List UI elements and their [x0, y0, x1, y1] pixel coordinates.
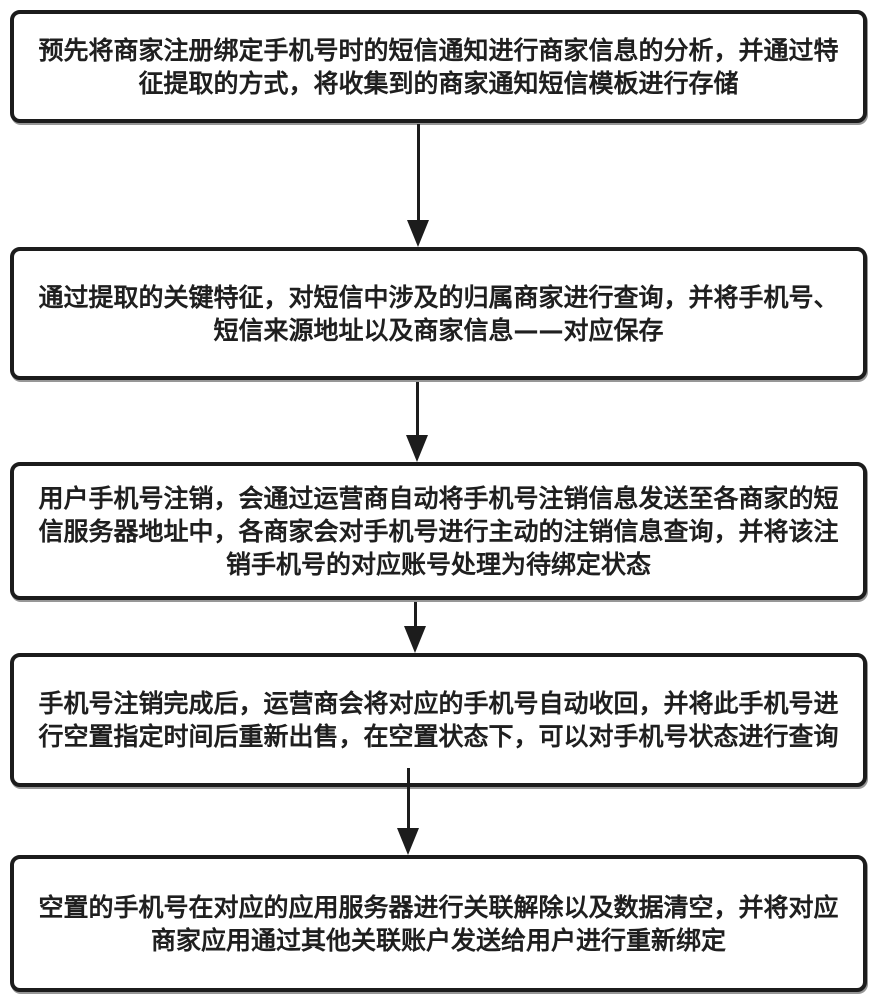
flowchart-step-4: 手机号注销完成后，运营商会将对应的手机号自动收回，并将此手机号进 行空置指定时间… — [10, 653, 867, 787]
flowchart-step-3: 用户手机号注销，会通过运营商自动将手机号注销信息发送至各商家的短 信服务器地址中… — [10, 462, 867, 600]
step-2-text-line-1: 通过提取的关键特征，对短信中涉及的归属商家进行查询，并将手机号、 — [38, 282, 839, 312]
step-1-text-line-2: 征提取的方式，将收集到的商家通知短信模板进行存储 — [138, 68, 739, 98]
arrow-shaft — [406, 768, 410, 828]
step-4-text-line-2: 行空置指定时间后重新出售，在空置状态下，可以对手机号状态进行查询 — [38, 722, 839, 751]
step-3-text-line-2: 信服务器地址中，各商家会对手机号进行主动的注销信息查询，并将该注 — [38, 516, 839, 546]
flowchart-step-5: 空置的手机号在对应的应用服务器进行关联解除以及数据清空，并将对应 商家应用通过其… — [10, 855, 867, 992]
arrow-down-icon — [407, 220, 429, 247]
arrow-shaft — [416, 124, 420, 220]
arrow-down-icon — [397, 828, 419, 855]
step-3-text-line-3: 销手机号的对应账号处理为待绑定状态 — [225, 549, 651, 579]
connector-step3-to-step4 — [404, 602, 426, 653]
step-5-text-line-1: 空置的手机号在对应的应用服务器进行关联解除以及数据清空，并将对应 — [38, 892, 839, 922]
arrow-down-icon — [406, 435, 428, 462]
arrow-shaft — [413, 602, 417, 626]
step-5-text-line-2: 商家应用通过其他关联账户发送给用户进行重新绑定 — [150, 925, 726, 955]
step-2-text-line-2: 短信来源地址以及商家信息——对应保存 — [213, 315, 664, 345]
flowchart-step-2: 通过提取的关键特征，对短信中涉及的归属商家进行查询，并将手机号、 短信来源地址以… — [10, 247, 867, 380]
step-3-text-line-1: 用户手机号注销，会通过运营商自动将手机号注销信息发送至各商家的短 — [38, 483, 839, 513]
flowchart-step-1: 预先将商家注册绑定手机号时的短信通知进行商家信息的分析，并通过特 征提取的方式，… — [10, 10, 867, 123]
arrow-shaft — [415, 382, 419, 435]
step-1-text-line-1: 预先将商家注册绑定手机号时的短信通知进行商家信息的分析，并通过特 — [38, 35, 839, 65]
connector-step2-to-step3 — [406, 382, 428, 462]
connector-step1-to-step2 — [407, 124, 429, 247]
step-4-text-line-1: 手机号注销完成后，运营商会将对应的手机号自动收回，并将此手机号进 — [38, 689, 839, 718]
arrow-down-icon — [404, 626, 426, 653]
connector-step4-to-step5 — [397, 768, 419, 855]
